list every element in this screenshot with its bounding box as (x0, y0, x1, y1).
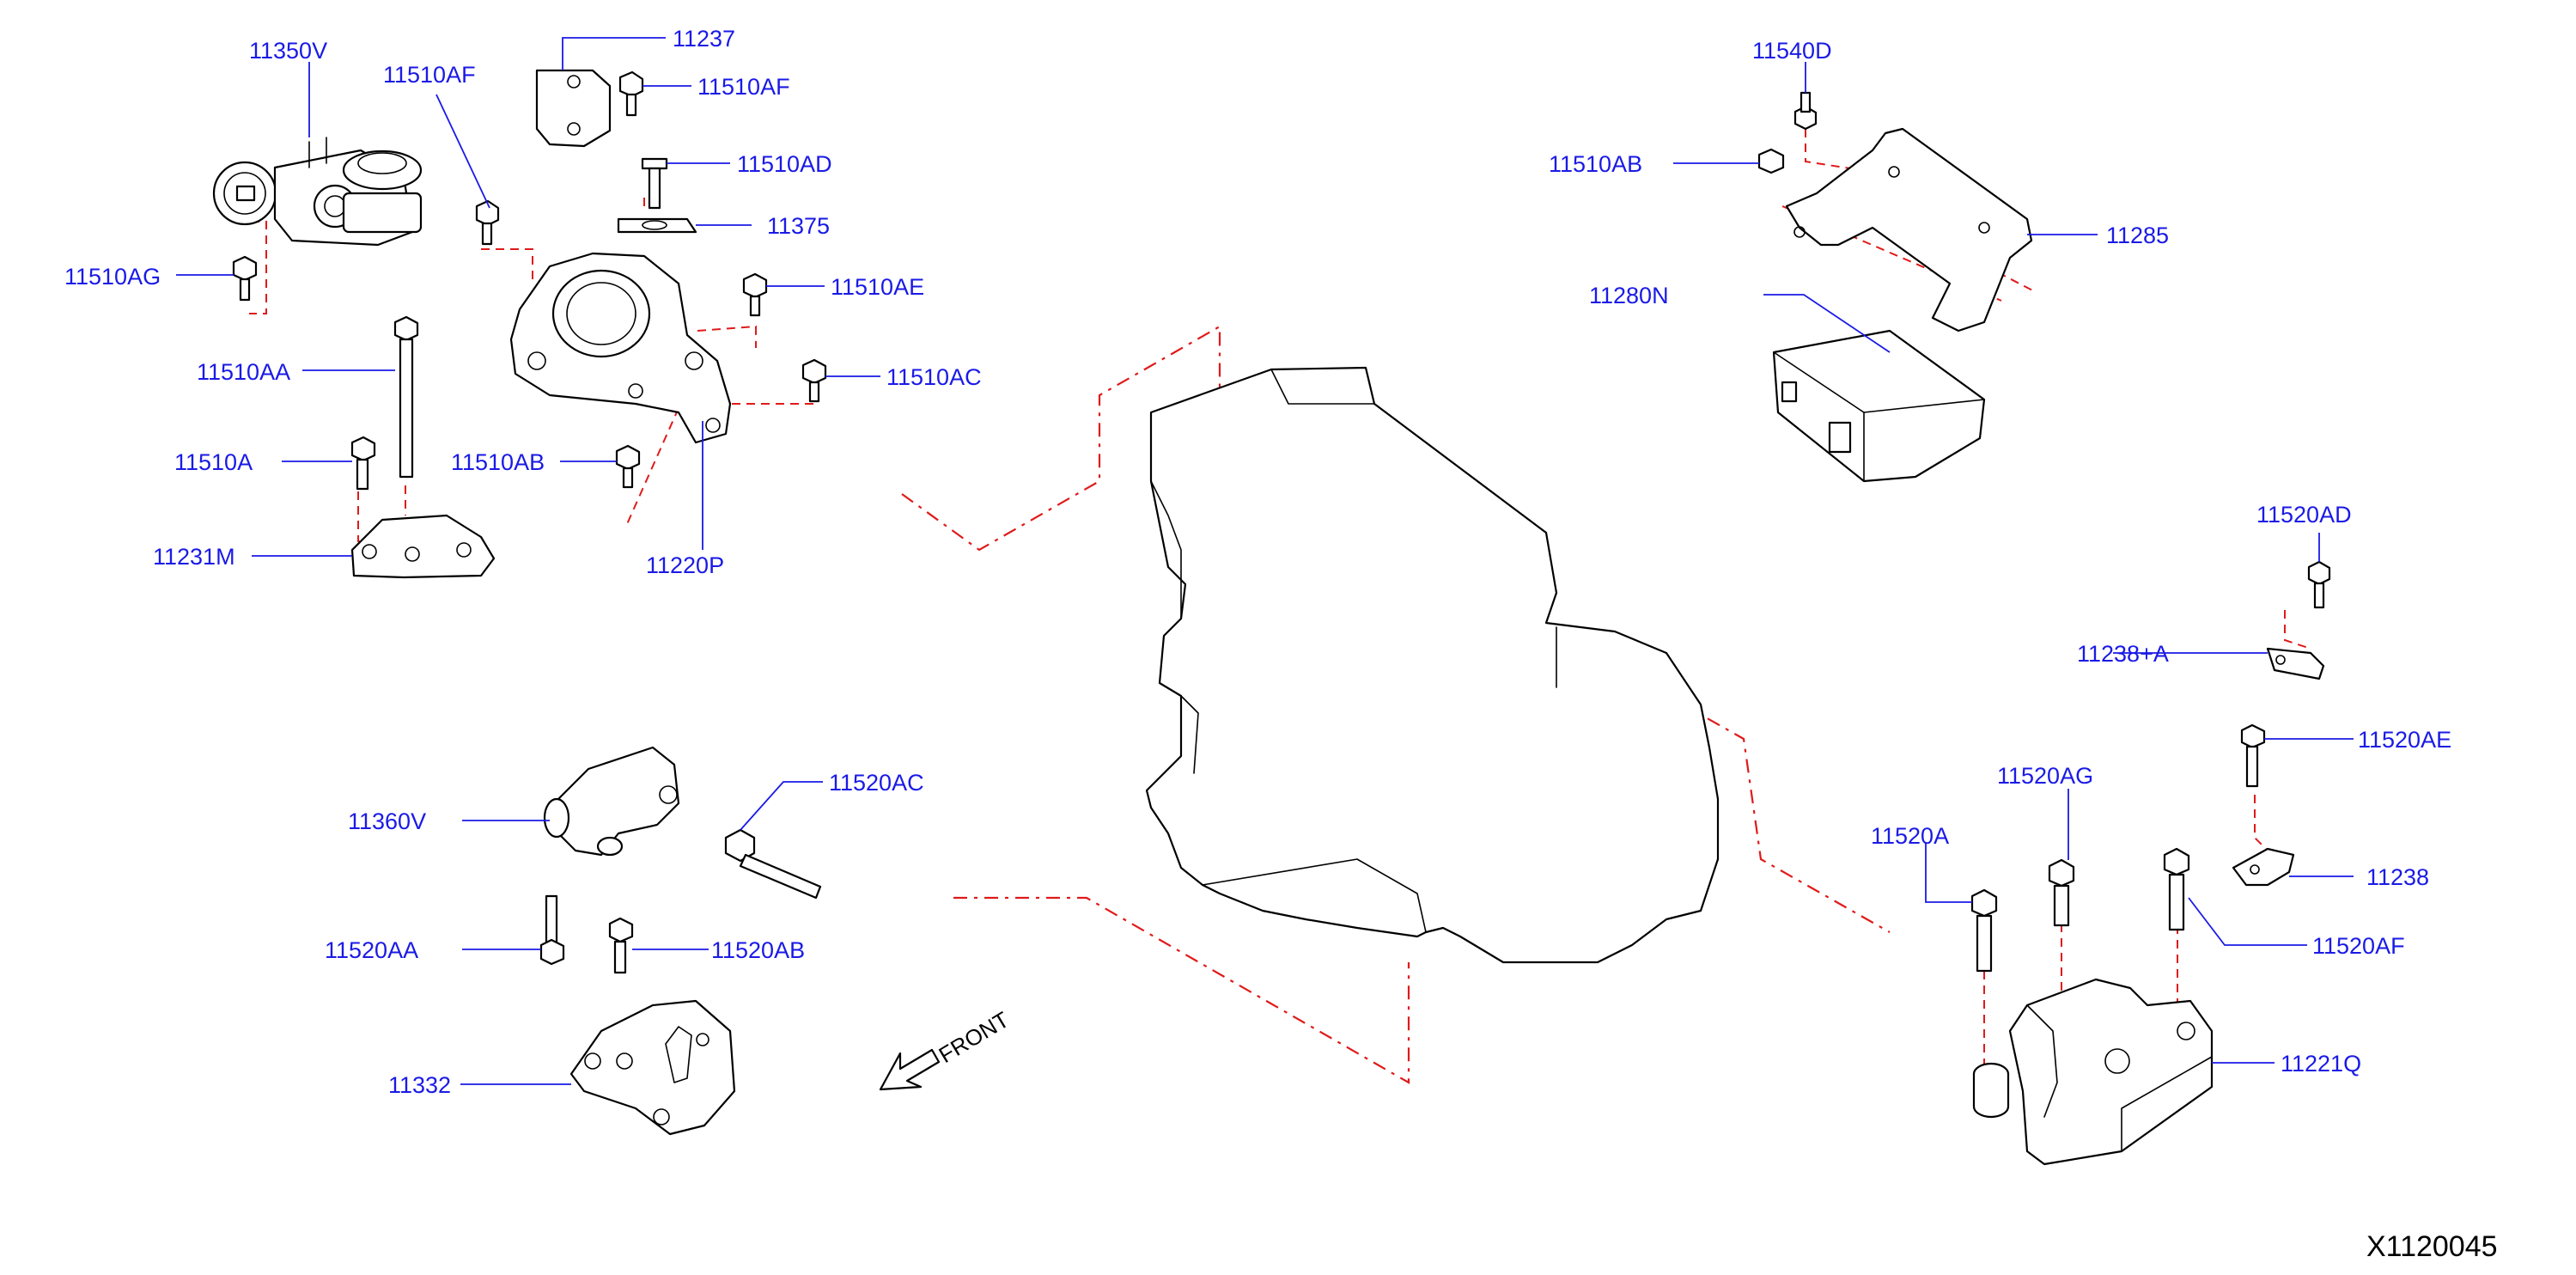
bolt-11510AA-drawing (393, 315, 419, 479)
bolt-11510AE-drawing (742, 272, 768, 317)
part-11332-drawing (569, 999, 736, 1136)
part-11221Q-drawing (1972, 978, 2214, 1166)
label-11332: 11332 (388, 1072, 451, 1098)
label-11237: 11237 (673, 26, 735, 52)
part-11280N-drawing (1772, 329, 1986, 483)
part-11350V-drawing (212, 137, 423, 247)
part-11231M-drawing (350, 514, 496, 579)
label-11238: 11238 (2366, 864, 2429, 890)
part-11238-drawing (2232, 847, 2295, 887)
engine-block-outline (1145, 366, 1720, 964)
label-11520AC: 11520AC (829, 770, 924, 796)
leader-lines (176, 37, 2354, 1085)
part-11220P-drawing (509, 252, 732, 444)
bolt-11510AD-drawing (641, 157, 668, 210)
label-11520AD: 11520AD (2256, 502, 2352, 528)
part-11237-drawing (535, 69, 612, 148)
label-11520AG: 11520AG (1997, 763, 2093, 789)
label-11510AF-right: 11510AF (697, 74, 790, 100)
bolt-11510AB-right-drawing (1757, 148, 1785, 174)
front-label: FRONT (935, 1006, 1014, 1068)
front-arrow: FRONT (879, 1006, 1014, 1091)
bolt-11520A-drawing (1970, 888, 1998, 973)
label-11520AE: 11520AE (2358, 727, 2451, 753)
bolt-11520AE-drawing (2240, 723, 2266, 788)
part-11360V-drawing (543, 746, 680, 857)
part-11285-drawing (1785, 127, 2033, 332)
bolt-11510AF-lower-drawing (475, 199, 500, 246)
label-11520A: 11520A (1871, 823, 1949, 849)
label-11510AF-left: 11510AF (383, 62, 476, 88)
label-11540D: 11540D (1752, 38, 1832, 64)
bolt-11510A-drawing (350, 436, 376, 491)
bolt-11520AB-drawing (608, 917, 634, 974)
bolt-11520AF-drawing (2163, 847, 2190, 931)
label-11231M: 11231M (153, 544, 235, 570)
label-11510A: 11510A (174, 449, 253, 475)
label-11350V: 11350V (249, 38, 327, 64)
bolt-11540D-drawing (1793, 91, 1818, 131)
bolt-11520AD-drawing (2307, 560, 2331, 609)
label-11520AF: 11520AF (2312, 933, 2405, 959)
bolt-11510AF-upper-drawing (618, 70, 644, 117)
bolt-11520AC-drawing (724, 828, 822, 900)
label-11221Q: 11221Q (2281, 1051, 2361, 1077)
label-11375: 11375 (767, 213, 830, 239)
bolt-11510AC-drawing (801, 358, 827, 403)
bolt-11520AA-drawing (539, 894, 565, 966)
label-11510AB-right: 11510AB (1549, 151, 1642, 177)
label-11280N: 11280N (1589, 283, 1669, 308)
part-11238A-drawing (2266, 647, 2325, 680)
diagram-id: X1120045 (2366, 1230, 2498, 1263)
label-11510AG: 11510AG (64, 264, 161, 290)
label-11510AD: 11510AD (737, 151, 832, 177)
bolt-11510AB-left-drawing (615, 444, 641, 489)
label-11220P: 11220P (646, 552, 724, 578)
label-11238A: 11238+A (2077, 641, 2169, 667)
label-11285: 11285 (2106, 223, 2169, 248)
bolt-11520AG-drawing (2048, 858, 2075, 927)
label-11510AE: 11510AE (831, 274, 924, 300)
bolt-11510AG-drawing (232, 255, 258, 302)
label-11510AB-left: 11510AB (451, 449, 545, 475)
callout-labels: 11350V 11510AF 11237 11510AF 11510AD 113… (64, 26, 2451, 1098)
label-11520AA: 11520AA (325, 937, 418, 963)
label-11520AB: 11520AB (711, 937, 805, 963)
label-11510AA: 11510AA (197, 359, 290, 385)
label-11360V: 11360V (348, 808, 426, 834)
part-11375-drawing (617, 217, 697, 234)
label-11510AC: 11510AC (886, 364, 982, 390)
